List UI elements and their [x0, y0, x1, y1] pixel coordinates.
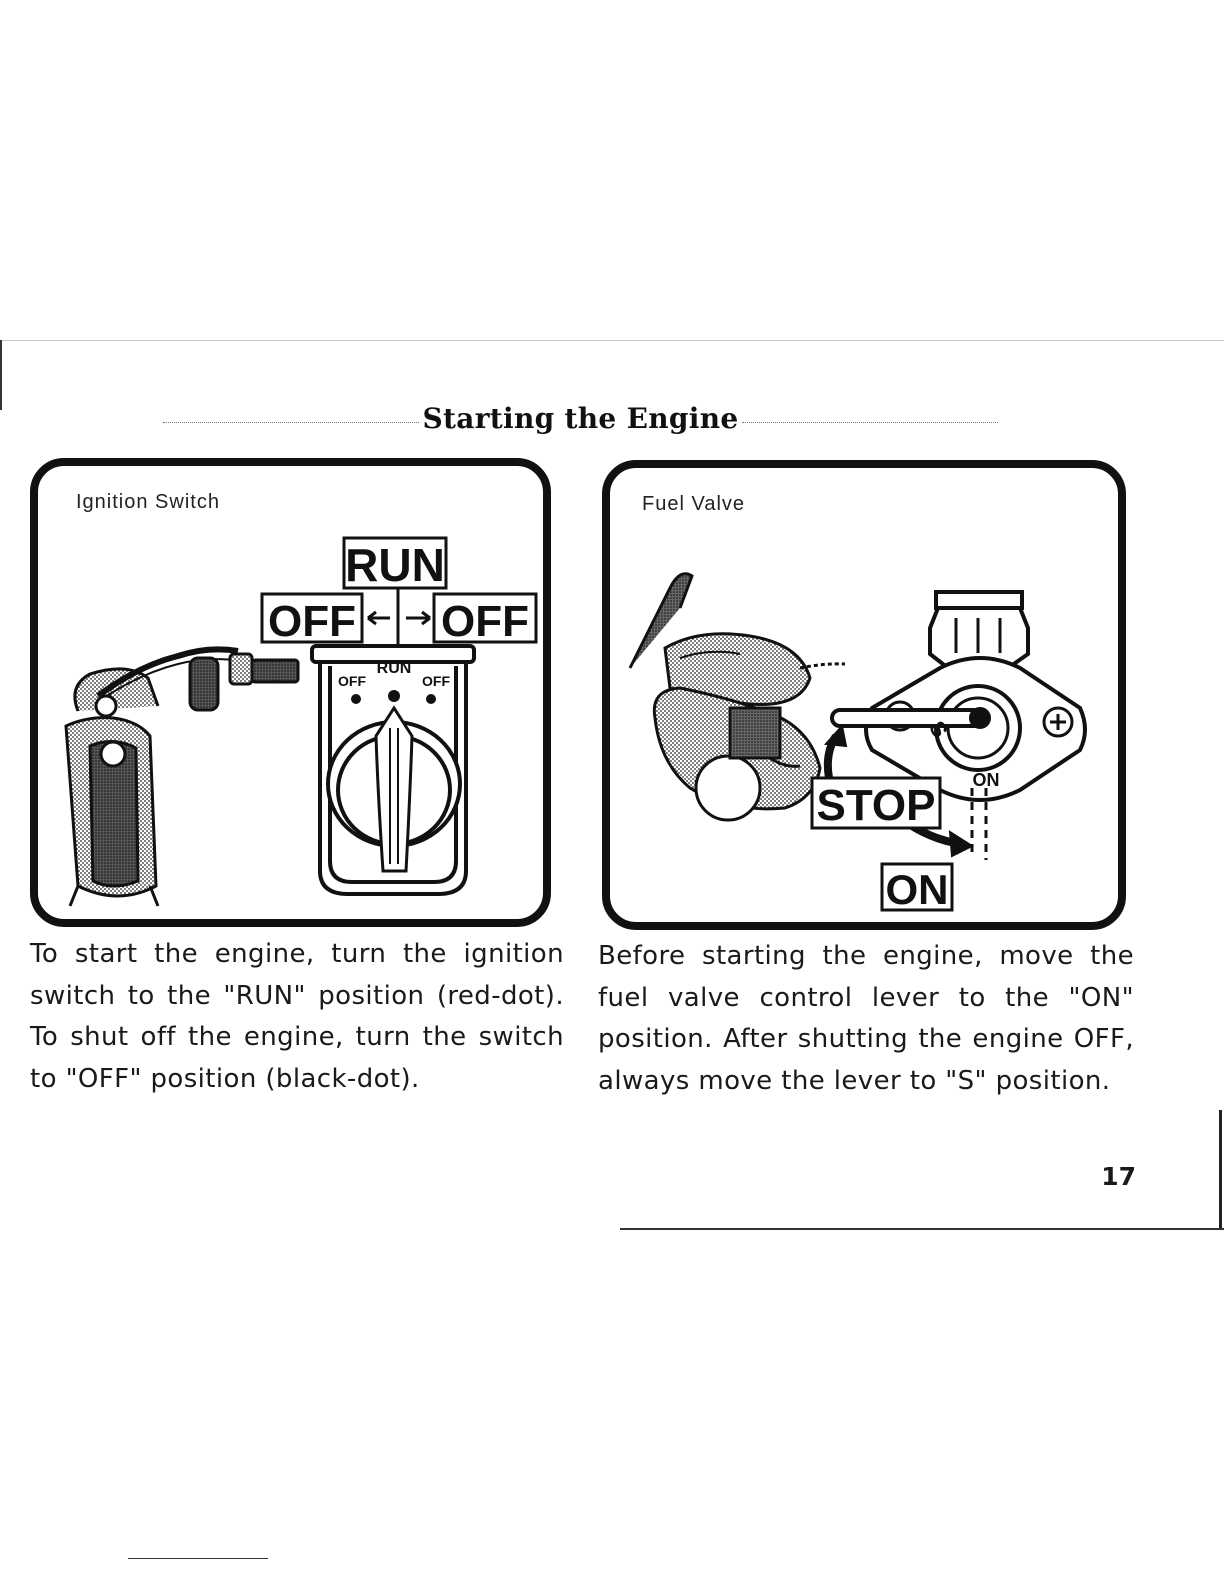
fuel-callouts: STOP ON — [810, 776, 954, 913]
page-title: Starting the Engine — [422, 401, 739, 435]
valve-body: S ON — [830, 590, 1087, 860]
fuel-valve-label: Fuel Valve — [642, 493, 746, 515]
ignition-switch-body: OFF RUN OFF — [310, 644, 476, 896]
page-number: 17 — [1101, 1162, 1136, 1191]
dial-off-right-text: OFF — [422, 673, 450, 689]
ignition-switch-panel: Ignition Switch — [30, 458, 551, 927]
page-header: Starting the Engine — [163, 396, 999, 440]
header-dots-left — [163, 421, 419, 423]
callout-run-text: RUN — [345, 539, 445, 591]
run-off-callout: RUN OFF OFF — [260, 536, 538, 646]
footer-rule — [128, 1558, 268, 1559]
ignition-switch-label: Ignition Switch — [76, 491, 220, 513]
ignition-instructions: To start the engine, turn the ignition s… — [30, 939, 564, 1094]
callout-on-text: ON — [886, 866, 949, 913]
callout-off-right-text: OFF — [441, 597, 529, 646]
dial-run-text: RUN — [377, 660, 412, 677]
fuel-valve-panel: Fuel Valve — [602, 460, 1126, 930]
ignition-switch-icon: RUN OFF OFF OFF RUN OFF — [64, 536, 538, 907]
page-frame-right — [1219, 1110, 1222, 1230]
header-dots-right — [742, 421, 999, 423]
callout-off-left-text: OFF — [268, 597, 356, 646]
handlebar-illustration — [64, 646, 300, 907]
valve-on-text: ON — [973, 770, 1000, 790]
callout-stop-text: STOP — [816, 781, 935, 830]
dial-off-left-text: OFF — [338, 673, 366, 689]
page-frame-bottom — [620, 1228, 1224, 1230]
fuel-valve-icon: S ON STOP ON — [628, 572, 1087, 913]
motorcycle-illustration — [628, 572, 846, 822]
page-frame-left — [0, 340, 2, 410]
page-frame-top — [0, 340, 1224, 341]
fuel-valve-instructions: Before starting the engine, move the fue… — [598, 941, 1134, 1096]
